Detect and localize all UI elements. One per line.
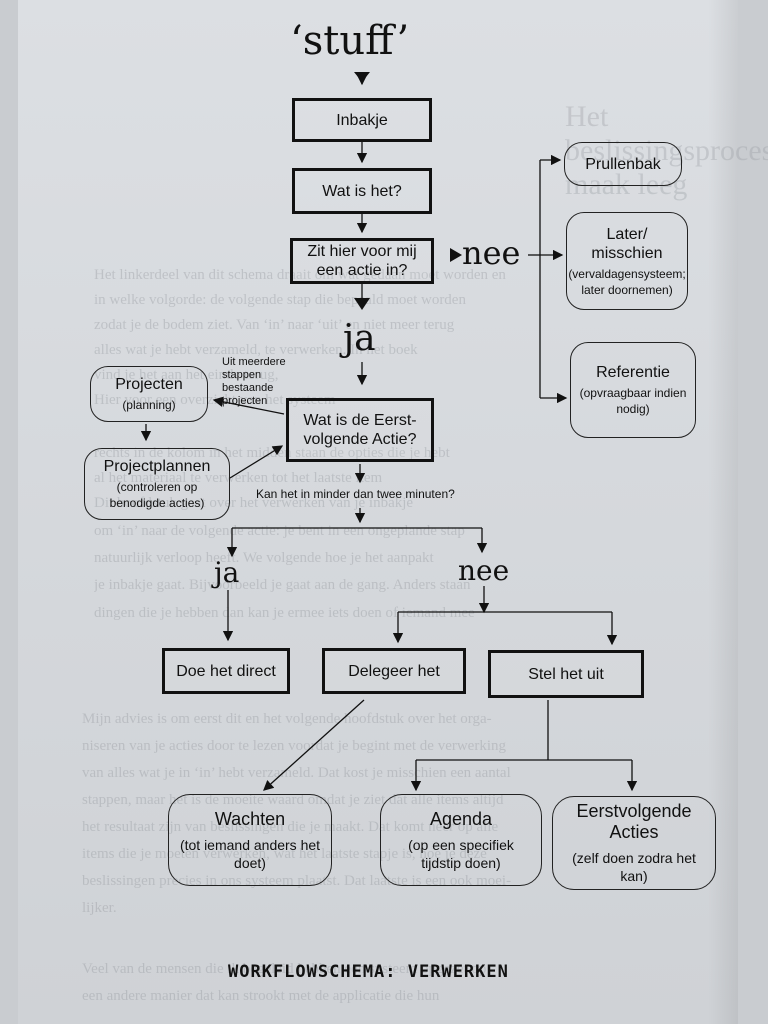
wachten-sub: (tot iemand anders het doet) [179,836,321,871]
projecten-title: Projecten [115,376,183,393]
agenda-sub: (op een specifiek tijdstip doen) [408,836,514,871]
later-misschien-box: Later/ misschien (vervaldagensysteem; la… [566,212,688,310]
projectplannen-title: Projectplannen [103,458,211,475]
figure-caption: WORKFLOWSCHEMA: VERWERKEN [228,962,509,982]
twee-minuten-vraag: Kan het in minder dan twee minuten? [256,487,455,501]
background-line: om ‘in’ naar de volgende actie: je bent … [94,523,465,539]
later-sub: (vervaldagensysteem; later doornemen) [568,266,686,297]
ja-label-1: ja [343,318,376,359]
meerdere-stappen-note: Uit meerdere stappen bestaande projecten [222,356,286,407]
projectplannen-sub: (controleren op benodigde acties) [109,480,205,510]
background-lower-line: van alles wat je in ‘in’ hebt verzameld.… [82,765,511,781]
wachten-title: Wachten [214,808,286,829]
background-line: alles wat je hebt verzameld, te verwerke… [94,342,418,358]
referentie-title: Referentie [596,364,670,381]
background-line: zodat je de bodem ziet. Van ‘in’ naar ‘u… [94,317,455,333]
projecten-box: Projecten (planning) [90,366,208,422]
agenda-box: Agenda (op een specifiek tijdstip doen) [380,794,542,886]
prullenbak-box: Prullenbak [564,142,682,186]
background-line: in welke volgorde: de volgende stap die … [94,292,466,308]
delegeer-box: Delegeer het [322,648,466,694]
background-line: dingen die je hebben dan kan je ermee ie… [94,605,475,621]
prullenbak-title: Prullenbak [585,155,661,173]
eerstvolgende-title: Eerstvolgende Acties [576,801,692,842]
referentie-sub: (opvraagbaar indien nodig) [579,386,687,416]
volgende-actie-box: Wat is de Eerst- volgende Actie? [286,398,434,462]
background-line: Dit hoofdstuk gaat over het verwerken va… [94,495,414,511]
inbakje-box: Inbakje [292,98,432,142]
stel-uit-box: Stel het uit [488,650,644,698]
background-line: natuurlijk verloop heeft. We volgende ho… [94,550,434,566]
projectplannen-box: Projectplannen (controleren op benodigde… [84,448,230,520]
background-lower-line: het resultaat zijn van beslissingen die … [82,819,499,835]
background-lower-line: Veel van de mensen die ik begeleid hebbe… [82,961,487,977]
background-line: je inbakje gaat. Bijvoorbeeld je gaat aa… [94,577,471,593]
background-heading: Het beslissingsproces: maak leeg [565,100,768,201]
stuff-title: ‘stuff’ [290,18,410,64]
doe-het-direct-box: Doe het direct [162,648,290,694]
later-title: Later/ misschien [591,225,663,262]
referentie-box: Referentie (opvraagbaar indien nodig) [570,342,696,438]
background-lower-line: items die je moeten verwerken, wat het l… [82,846,487,862]
agenda-title: Agenda [429,808,493,829]
background-line: al het materiaal te verwerken tot het la… [94,470,383,486]
wat-is-het-box: Wat is het? [292,168,432,214]
actie-vraag-box: Zit hier voor mij een actie in? [290,238,434,284]
background-lower-line: lijker. [82,900,117,916]
nee-label-1: nee [462,234,521,272]
background-line: Het linkerdeel van dit schema draait om … [94,267,506,283]
background-line: vind je het aan het einde terug, [94,367,279,383]
ja-label-2: ja [214,556,240,589]
background-lower-line: niseren van je acties door te lezen voor… [82,738,506,754]
wachten-box: Wachten (tot iemand anders het doet) [168,794,332,886]
nee-label-2: nee [458,554,510,587]
background-lower-line: een andere manier dat kan strookt met de… [82,988,440,1004]
page-fold-shadow [708,0,738,1024]
projecten-sub: (planning) [122,398,176,412]
eerstvolgende-sub: (zelf doen zodra het kan) [572,850,696,884]
eerstvolgende-acties-box: Eerstvolgende Acties (zelf doen zodra he… [552,796,716,890]
background-lower-line: Mijn advies is om eerst dit en het volge… [82,711,492,727]
